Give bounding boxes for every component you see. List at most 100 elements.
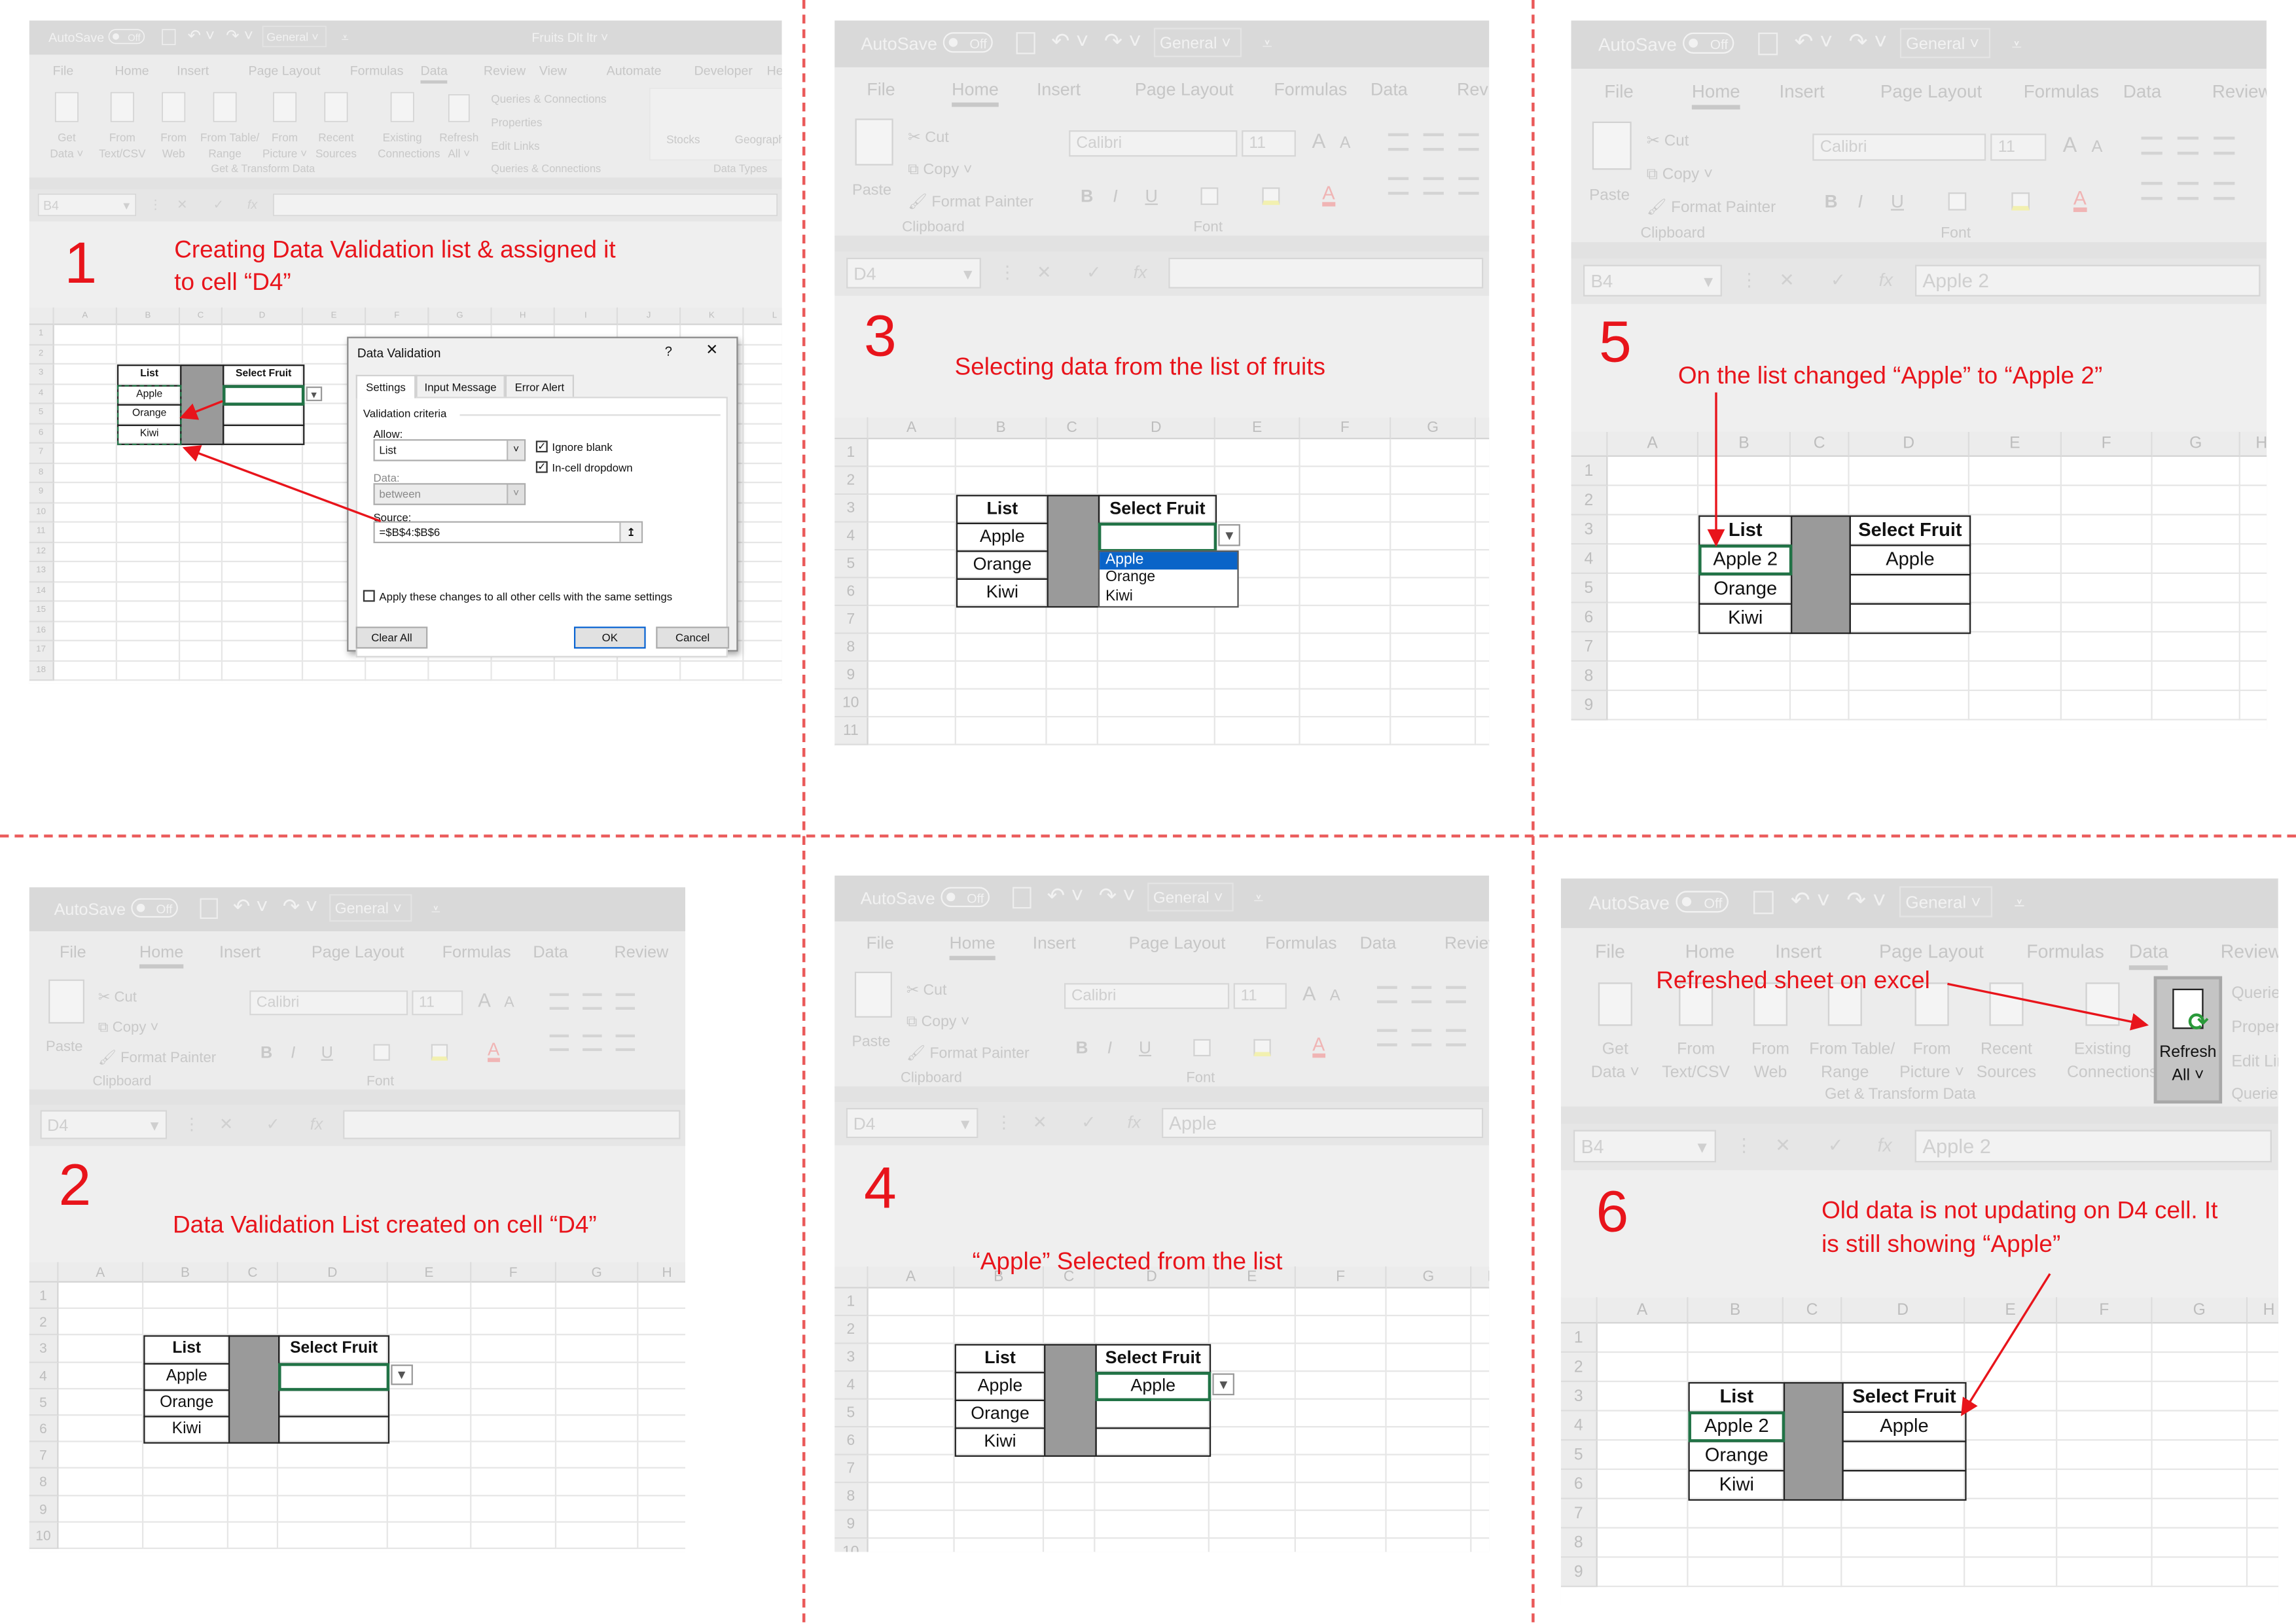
cell[interactable] xyxy=(117,621,181,641)
cell[interactable] xyxy=(2152,1323,2248,1353)
cell[interactable] xyxy=(228,1495,279,1523)
copy-button[interactable]: ⧉ Copy ˅ xyxy=(906,1013,970,1031)
cell[interactable] xyxy=(117,344,181,365)
save-icon[interactable] xyxy=(1013,887,1031,909)
cell[interactable] xyxy=(868,662,956,690)
column-header[interactable]: D xyxy=(1098,417,1215,440)
cancel-entry-icon[interactable]: ✕ xyxy=(219,1114,234,1134)
cell[interactable] xyxy=(954,1427,1045,1455)
cell[interactable] xyxy=(387,1309,472,1336)
paste-icon[interactable] xyxy=(48,979,84,1024)
row-header[interactable]: 8 xyxy=(1571,662,1608,691)
cell[interactable] xyxy=(1969,457,2062,486)
apply-all-checkbox[interactable] xyxy=(363,590,375,602)
cell[interactable] xyxy=(2248,1382,2279,1412)
cell[interactable] xyxy=(1849,632,1970,662)
select-fruit-header-cell[interactable]: Select Fruit xyxy=(1842,1382,1967,1413)
cell[interactable] xyxy=(556,1362,639,1389)
cell[interactable] xyxy=(2061,457,2153,486)
select-all-corner[interactable] xyxy=(1571,431,1608,457)
select-fruit-cell[interactable]: Apple xyxy=(1842,1411,1967,1442)
cell[interactable] xyxy=(223,582,304,602)
autosave-toggle[interactable]: Off xyxy=(1676,891,1729,913)
cell[interactable] xyxy=(1698,573,1791,603)
cell[interactable] xyxy=(278,1442,388,1469)
cell[interactable] xyxy=(1386,1483,1472,1511)
cell[interactable] xyxy=(1688,1499,1784,1529)
ignore-blank-checkbox[interactable]: ✓ xyxy=(535,440,548,453)
cell[interactable] xyxy=(556,1522,639,1549)
cell[interactable] xyxy=(1098,439,1215,467)
cell[interactable] xyxy=(1965,1353,2058,1382)
cell[interactable] xyxy=(638,1283,686,1310)
align-icon[interactable] xyxy=(1376,986,1397,1003)
column-header[interactable]: G xyxy=(2152,431,2240,457)
cell[interactable] xyxy=(868,550,956,579)
cell[interactable] xyxy=(223,562,304,582)
file-name[interactable]: Fruits Dlt ltr ˅ xyxy=(531,30,609,45)
paste-button[interactable]: Paste xyxy=(852,1033,891,1051)
cell[interactable] xyxy=(1095,1510,1210,1539)
from-table-range-button[interactable]: From Table/Range xyxy=(200,131,259,163)
font-size-box[interactable]: 11 xyxy=(1233,983,1287,1009)
cell[interactable] xyxy=(1842,1411,1965,1441)
row-header[interactable]: 1 xyxy=(29,325,54,345)
bold-button[interactable]: B xyxy=(260,1043,273,1062)
cell[interactable] xyxy=(223,404,304,424)
dropdown-option[interactable]: Kiwi xyxy=(1105,588,1133,605)
dropdown-arrow-icon[interactable]: ▾ xyxy=(1212,1373,1235,1396)
row-header[interactable]: 10 xyxy=(29,1522,59,1549)
clear-all-button[interactable]: Clear All xyxy=(355,626,428,649)
fill-color-icon[interactable] xyxy=(1262,187,1280,205)
style-dropdown[interactable]: General ˅ xyxy=(1899,27,1991,58)
tab-review[interactable]: Review xyxy=(1457,79,1489,100)
cell[interactable] xyxy=(143,1469,229,1496)
redo-icon[interactable]: ↷ ˅ xyxy=(226,27,253,45)
cell[interactable] xyxy=(143,1389,229,1416)
cell[interactable] xyxy=(1209,1399,1296,1428)
cell[interactable] xyxy=(2152,1411,2248,1441)
cell[interactable] xyxy=(117,325,181,345)
cell[interactable] xyxy=(278,1416,388,1443)
cell[interactable] xyxy=(1842,1323,1965,1353)
tab-review[interactable]: Review xyxy=(483,63,526,79)
copy-button[interactable]: ⧉ Copy ˅ xyxy=(908,161,973,179)
cell[interactable] xyxy=(387,1469,472,1496)
tab-file[interactable]: File xyxy=(1604,80,1634,102)
column-header[interactable]: G xyxy=(1391,417,1477,440)
row-header[interactable]: 10 xyxy=(834,689,869,718)
cell[interactable] xyxy=(1098,495,1215,523)
cell[interactable] xyxy=(387,1282,472,1310)
cell[interactable] xyxy=(744,424,782,444)
undo-icon[interactable]: ↶ ˅ xyxy=(1051,29,1089,54)
column-header[interactable]: F xyxy=(1295,1266,1387,1289)
cell[interactable] xyxy=(2248,1440,2279,1471)
tab-file[interactable]: File xyxy=(52,63,74,79)
list-item-cell[interactable]: Apple xyxy=(956,522,1049,552)
align-icon[interactable] xyxy=(583,993,602,1010)
dropdown-option[interactable]: Apple xyxy=(1100,552,1238,571)
cut-button[interactable]: ✂ Cut xyxy=(98,989,137,1006)
cell[interactable] xyxy=(1698,632,1791,662)
cell[interactable] xyxy=(1295,1483,1387,1511)
row-header[interactable]: 8 xyxy=(29,1469,59,1496)
cell[interactable] xyxy=(54,522,117,543)
formula-input[interactable] xyxy=(273,193,778,217)
cell[interactable] xyxy=(1295,1455,1387,1484)
cell[interactable] xyxy=(2061,544,2153,574)
cell[interactable] xyxy=(278,1389,390,1418)
align-icon[interactable] xyxy=(615,1034,636,1051)
cell[interactable] xyxy=(54,503,117,523)
cell[interactable] xyxy=(471,1362,557,1389)
cell[interactable] xyxy=(1476,579,1490,607)
cell[interactable] xyxy=(1386,1399,1472,1428)
select-fruit-cell[interactable]: Apple xyxy=(1849,544,1971,576)
cell[interactable] xyxy=(1969,662,2062,691)
cell[interactable] xyxy=(58,1469,144,1496)
cell[interactable] xyxy=(1215,633,1300,662)
cell[interactable] xyxy=(223,325,304,345)
cell[interactable] xyxy=(956,717,1047,745)
cell[interactable] xyxy=(744,641,782,662)
